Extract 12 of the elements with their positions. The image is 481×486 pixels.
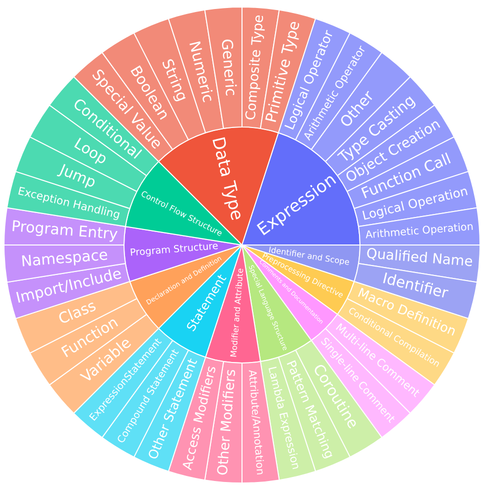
segment-label: Numeric <box>186 40 215 104</box>
segment-label: Arithmetic Operation <box>365 222 474 240</box>
segment-label: Program Structure <box>130 242 219 259</box>
segment-label: Attribute/Annotation <box>246 370 266 476</box>
segment-label: Program Entry <box>10 219 118 243</box>
segment-label: Namespace <box>20 248 109 270</box>
segment-label: Other Modifiers <box>216 368 240 476</box>
segment-label: Data Type <box>208 136 244 222</box>
segment-label: Qualified Name <box>366 248 474 270</box>
segment-label: Modifier and Attribute <box>229 268 244 358</box>
segment-label: Jump <box>57 162 98 191</box>
segment-label: Generic <box>218 38 238 97</box>
